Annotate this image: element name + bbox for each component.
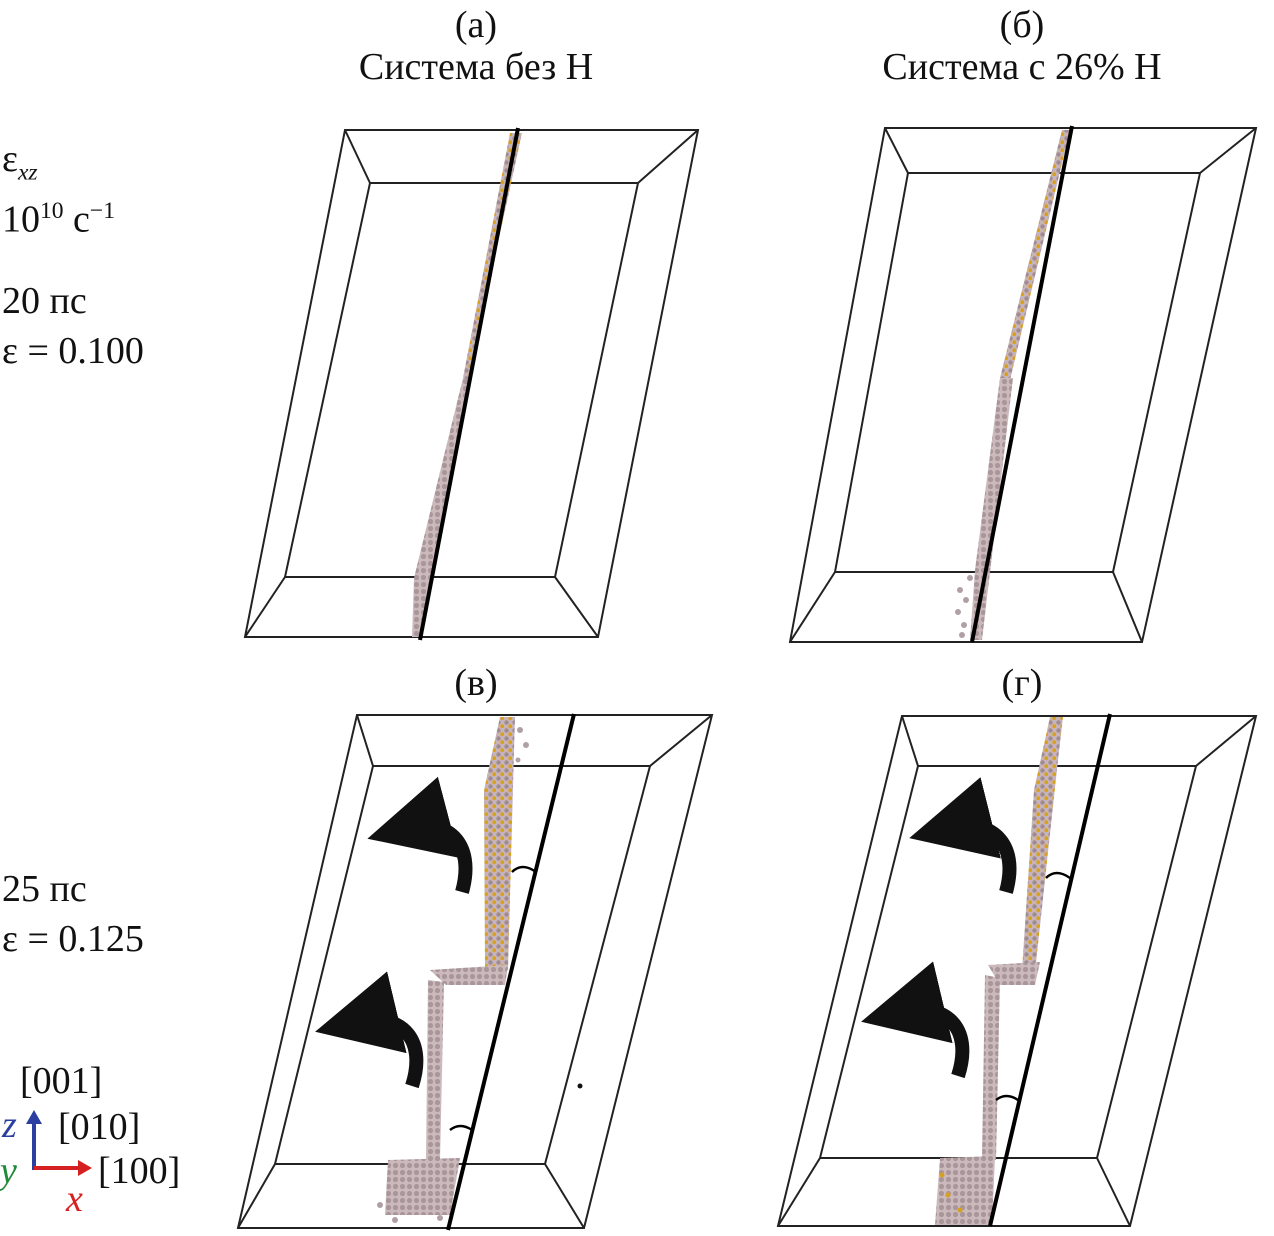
- panel-c-crack-atoms: [377, 717, 583, 1223]
- x-axis-letter: x: [66, 1178, 83, 1220]
- rotation-arrow-icon: [909, 777, 1017, 894]
- panel-c-letter: (в): [454, 662, 498, 704]
- rotation-arrow-icon: [315, 971, 424, 1089]
- strain-component-label: εxz: [2, 138, 38, 186]
- panel-d-crack-atoms: [935, 717, 1063, 1225]
- panel-d-simulation-box: [776, 715, 1258, 1227]
- row1-strain-label: ε = 0.100: [2, 330, 144, 372]
- y-direction-label: [010]: [58, 1106, 141, 1148]
- panel-a-title: Система без H: [358, 46, 594, 88]
- panel-c-reference-line: [446, 713, 576, 1231]
- panel-d-letter: (г): [1001, 662, 1043, 704]
- panel-b-crack-atoms: [955, 130, 1070, 640]
- panel-b-letter: (б): [999, 4, 1045, 46]
- rotation-arrow-icon: [367, 776, 473, 894]
- x-direction-label: [100]: [98, 1150, 181, 1192]
- panel-c-angle-mark-lower: [449, 1124, 473, 1132]
- panel-a-reference-line: [418, 127, 520, 641]
- panel-d-angle-mark-upper: [1045, 871, 1071, 880]
- z-direction-label: [001]: [20, 1060, 103, 1102]
- panel-d-angle-mark-lower: [995, 1094, 1019, 1102]
- panel-c-simulation-box: [236, 714, 714, 1229]
- row1-time-label: 20 пс: [2, 280, 87, 322]
- y-axis-letter: y: [0, 1150, 17, 1192]
- panel-a-letter: (а): [454, 4, 498, 46]
- panel-b-reference-line: [970, 125, 1074, 643]
- axis-triad: [26, 1110, 92, 1176]
- panel-d-reference-line: [988, 713, 1112, 1227]
- panel-c-angle-mark-upper: [511, 865, 537, 874]
- panel-b-title: Система с 26% H: [882, 46, 1162, 88]
- row2-strain-label: ε = 0.125: [2, 918, 144, 960]
- rotation-arrow-icon: [861, 961, 970, 1079]
- strain-rate-label: 1010 с−1: [2, 198, 115, 241]
- row2-time-label: 25 пс: [2, 868, 87, 910]
- panel-a-simulation-box: [243, 129, 700, 638]
- z-axis-letter: z: [2, 1104, 17, 1146]
- panel-b-simulation-box: [788, 127, 1258, 643]
